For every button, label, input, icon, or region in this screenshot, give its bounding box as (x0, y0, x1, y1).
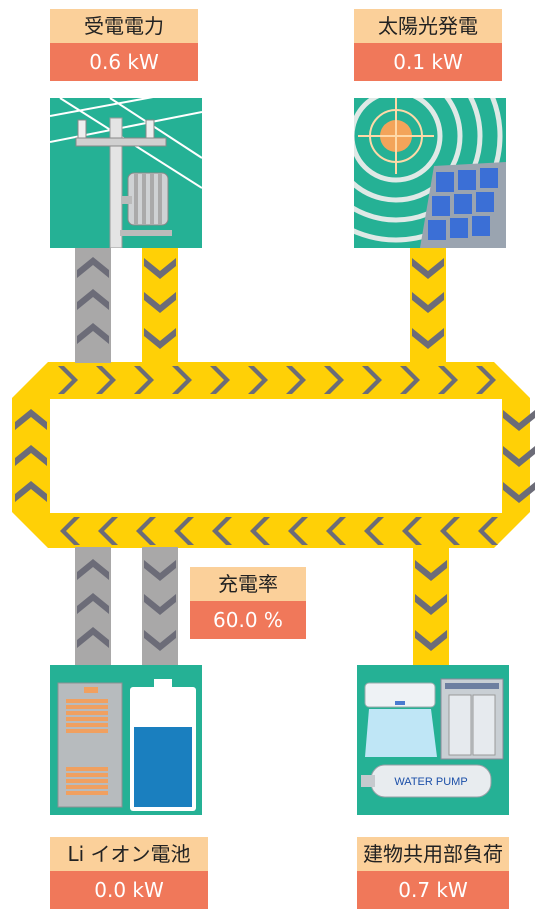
load-tile: WATER PUMP (357, 665, 509, 815)
building-load-icon: WATER PUMP (361, 678, 504, 798)
grid-power-label: 受電電力 0.6 kW (50, 9, 198, 81)
battery-icon (57, 679, 196, 811)
charge-rate-title: 充電率 (190, 567, 306, 601)
charge-rate-label: 充電率 60.0 % (190, 567, 306, 639)
battery-title: Li イオン電池 (50, 837, 208, 871)
load-power-value: 0.7 kW (357, 871, 509, 909)
solar-power-title: 太陽光発電 (354, 9, 502, 43)
loop-center (50, 399, 502, 513)
grid-power-value: 0.6 kW (50, 43, 198, 81)
battery-tile (50, 665, 202, 815)
solar-panel-icon (354, 98, 506, 248)
battery-power-value: 0.0 kW (50, 871, 208, 909)
solar-power-label: 太陽光発電 0.1 kW (354, 9, 502, 81)
solar-tile (354, 98, 506, 248)
solar-power-value: 0.1 kW (354, 43, 502, 81)
battery-power-label: Li イオン電池 0.0 kW (50, 837, 208, 909)
load-title: 建物共用部負荷 (357, 837, 509, 871)
charge-rate-value: 60.0 % (190, 601, 306, 639)
load-power-label: 建物共用部負荷 0.7 kW (357, 837, 509, 909)
utility-pole-icon (50, 98, 202, 248)
pump-text: WATER PUMP (394, 776, 467, 788)
grid-power-title: 受電電力 (50, 9, 198, 43)
grid-tile (50, 98, 202, 248)
